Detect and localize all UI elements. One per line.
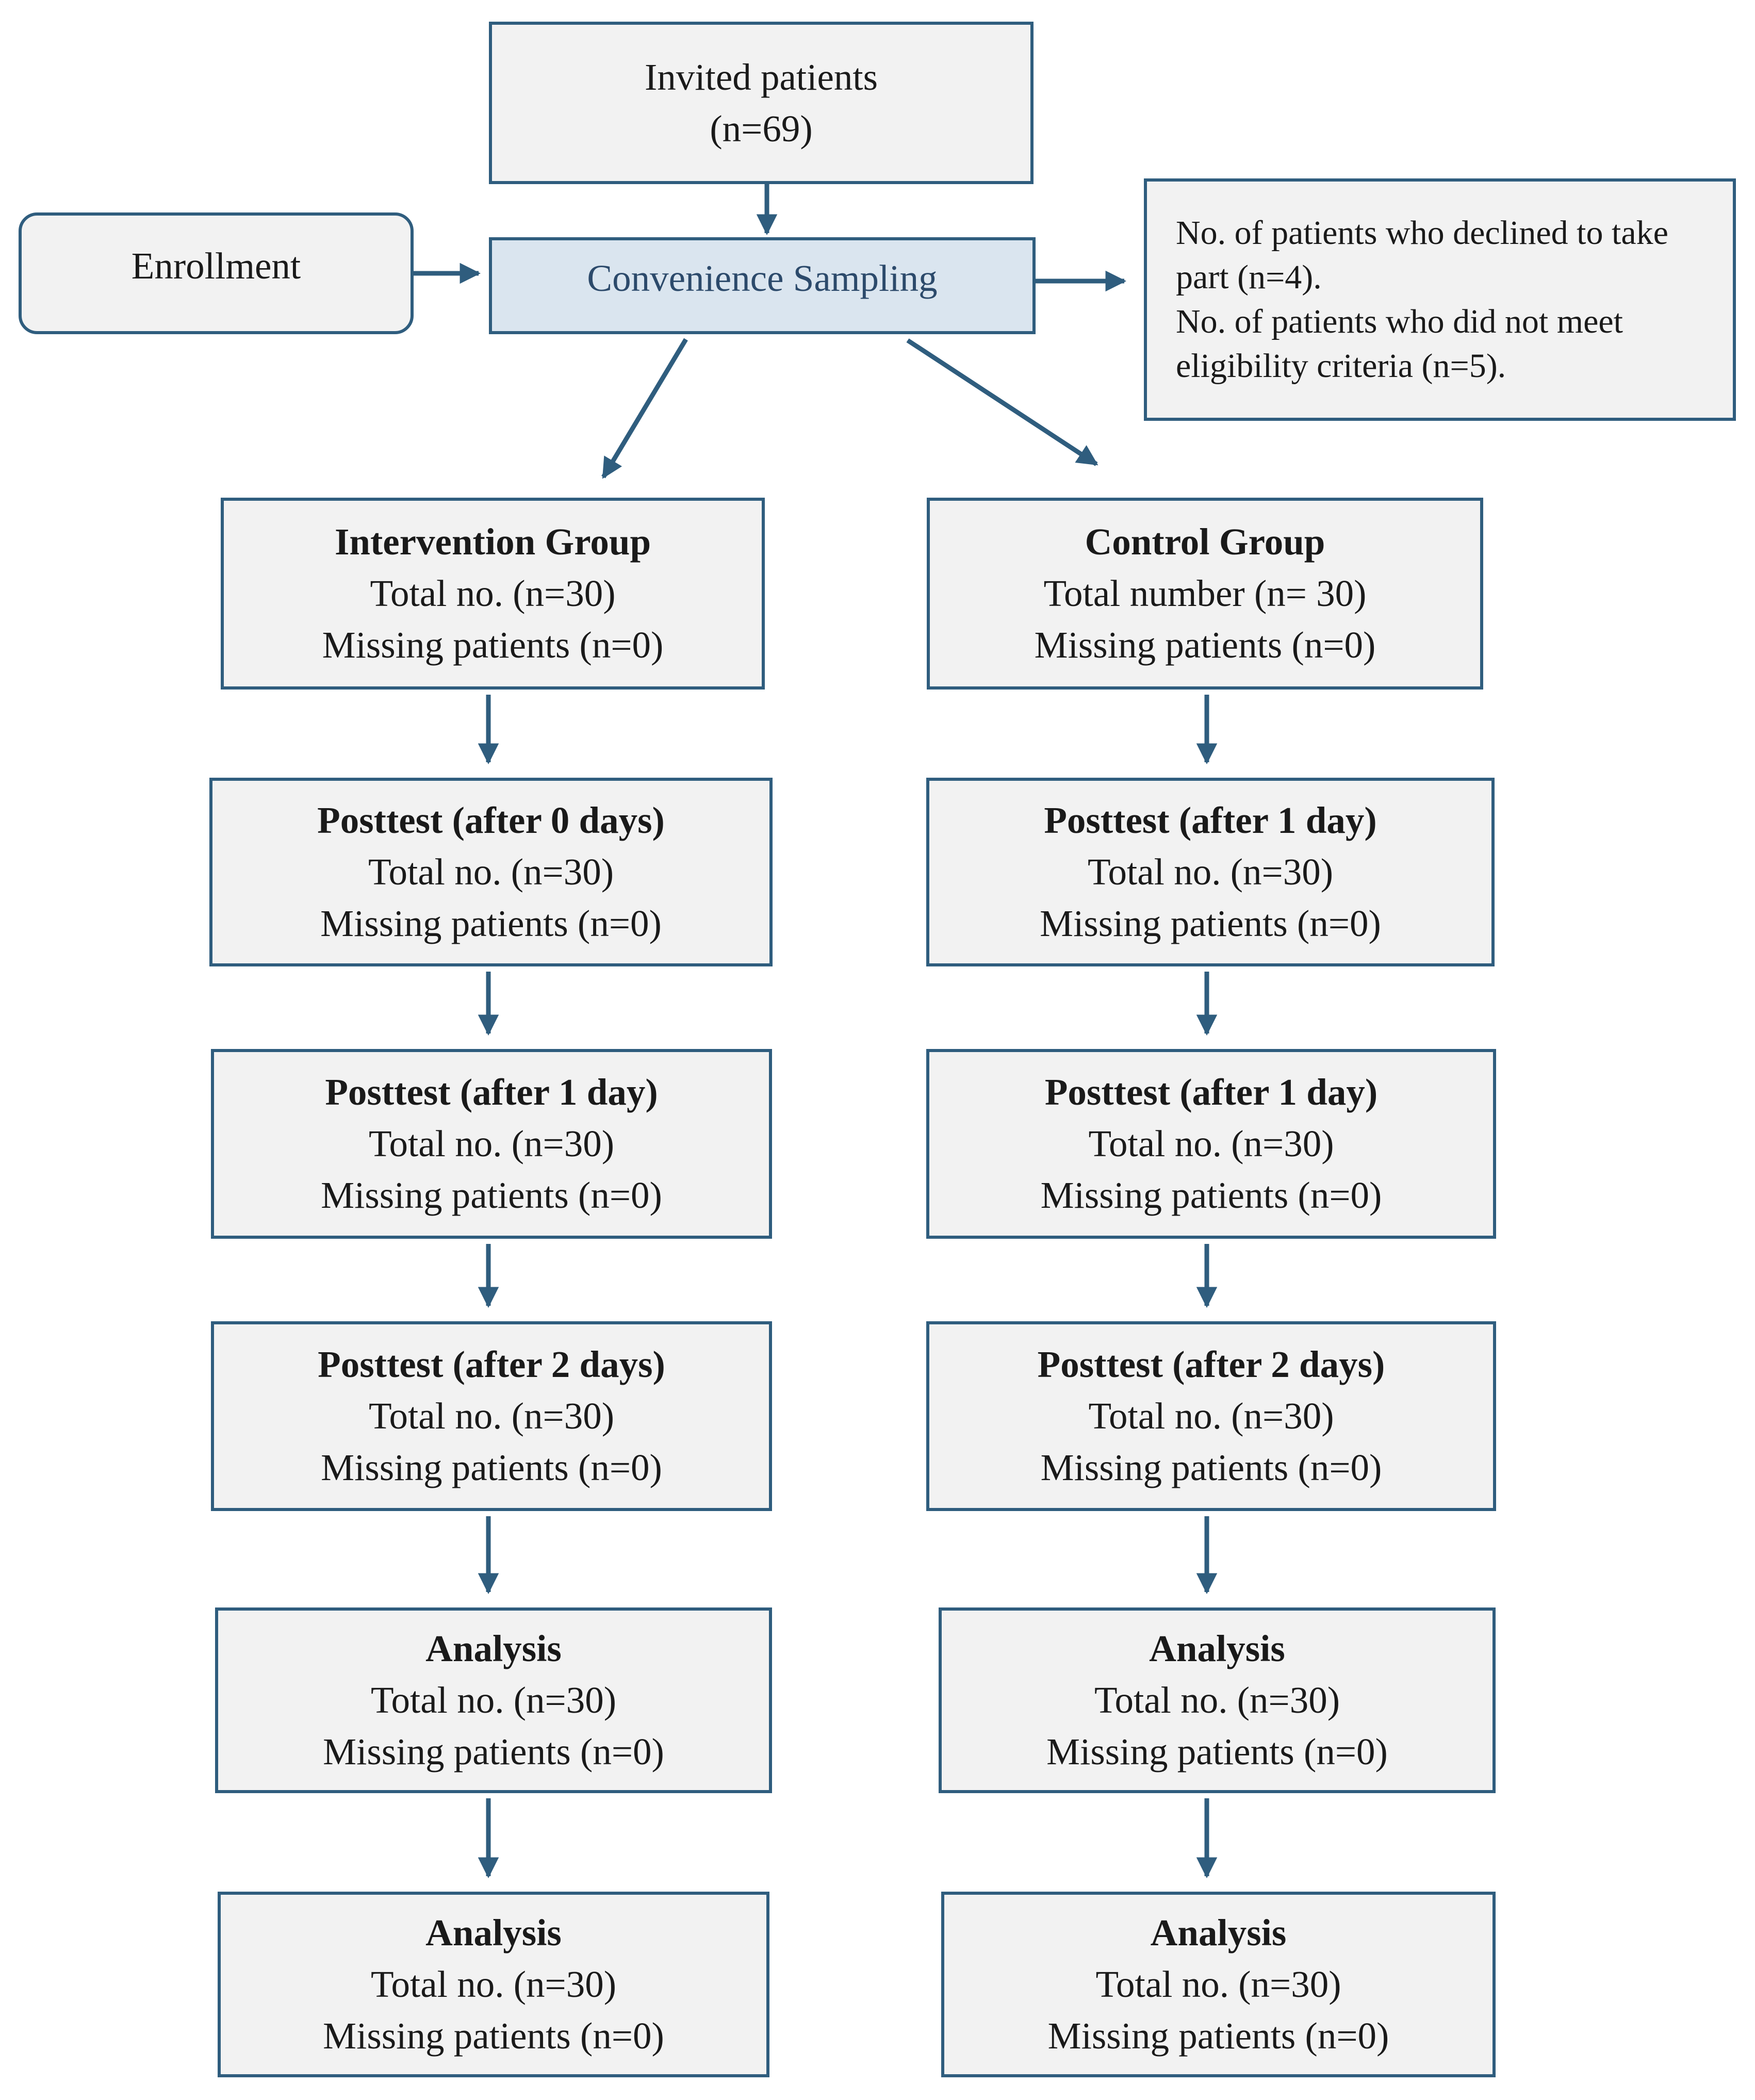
stage-title: Control Group: [1085, 521, 1325, 563]
stage-total: Total no. (n=30): [1088, 851, 1333, 893]
stage-title: Posttest (after 1 day): [1044, 799, 1377, 841]
stage-total: Total no. (n=30): [1088, 1395, 1334, 1437]
stage-title: Analysis: [425, 1912, 562, 1954]
stage-title: Posttest (after 2 days): [1037, 1343, 1385, 1385]
stage-missing: Missing patients (n=0): [1046, 1731, 1388, 1773]
stage-missing: Missing patients (n=0): [321, 1174, 662, 1216]
stage-missing: Missing patients (n=0): [323, 1731, 664, 1773]
convenience-sampling-box: Convenience Sampling: [489, 237, 1036, 334]
control-stage-box: Posttest (after 1 day) Total no. (n=30) Mi…: [926, 1049, 1496, 1239]
stage-total: Total no. (n=30): [1095, 1963, 1341, 2005]
stage-total: Total no. (n=30): [369, 1123, 614, 1164]
stage-title: Analysis: [425, 1628, 562, 1669]
control-stage-box: Posttest (after 2 days) Total no. (n=30) M…: [926, 1321, 1496, 1511]
stage-title: Posttest (after 2 days): [318, 1343, 665, 1385]
exclusion-line-2: part (n=4).: [1176, 258, 1322, 296]
intervention-stage-box: Posttest (after 1 day) Total no. (n=30) Mi…: [211, 1049, 772, 1239]
enrollment-box: Enrollment: [19, 212, 414, 334]
stage-total: Total no. (n=30): [369, 1395, 614, 1437]
stage-total: Total number (n= 30): [1043, 572, 1367, 614]
invited-patients-count: (n=69): [710, 107, 813, 150]
stage-missing: Missing patients (n=0): [1040, 1174, 1382, 1216]
exclusions-box: No. of patients who declined to take par…: [1144, 178, 1736, 421]
stage-missing: Missing patients (n=0): [1040, 1447, 1382, 1488]
stage-total: Total no. (n=30): [368, 851, 614, 893]
stage-missing: Missing patients (n=0): [1040, 903, 1381, 944]
stage-title: Posttest (after 1 day): [325, 1071, 658, 1113]
stage-missing: Missing patients (n=0): [322, 624, 664, 666]
stage-missing: Missing patients (n=0): [1034, 624, 1376, 666]
exclusion-line-1: No. of patients who declined to take: [1176, 214, 1668, 252]
exclusion-line-3: No. of patients who did not meet: [1176, 303, 1623, 340]
invited-patients-box: Invited patients (n=69): [489, 22, 1034, 184]
stage-title: Analysis: [1149, 1628, 1285, 1669]
stage-total: Total no. (n=30): [370, 572, 616, 614]
stage-total: Total no. (n=30): [371, 1679, 616, 1721]
intervention-stage-box: Posttest (after 0 days) Total no. (n=30) M…: [209, 778, 773, 966]
stage-total: Total no. (n=30): [371, 1963, 616, 2005]
arrow-sampling-to-control: [906, 338, 1098, 466]
intervention-stage-box: Posttest (after 2 days) Total no. (n=30) M…: [211, 1321, 772, 1511]
stage-missing: Missing patients (n=0): [323, 2015, 664, 2057]
stage-total: Total no. (n=30): [1094, 1679, 1340, 1721]
exclusion-line-4: eligibility criteria (n=5).: [1176, 347, 1506, 385]
control-stage-box: Posttest (after 1 day) Total no. (n=30) Mi…: [926, 778, 1495, 966]
invited-patients-label: Invited patients: [644, 56, 878, 98]
stage-missing: Missing patients (n=0): [320, 903, 662, 944]
stage-missing: Missing patients (n=0): [1047, 2015, 1389, 2057]
stage-missing: Missing patients (n=0): [321, 1447, 662, 1488]
enrollment-label: Enrollment: [131, 245, 301, 287]
arrow-sampling-to-intervention: [601, 338, 688, 479]
stage-title: Intervention Group: [334, 521, 651, 563]
stage-title: Analysis: [1150, 1912, 1287, 1954]
stage-title: Posttest (after 0 days): [317, 799, 665, 841]
stage-title: Posttest (after 1 day): [1044, 1071, 1378, 1113]
stage-total: Total no. (n=30): [1088, 1123, 1334, 1164]
convenience-sampling-label: Convenience Sampling: [587, 257, 938, 299]
